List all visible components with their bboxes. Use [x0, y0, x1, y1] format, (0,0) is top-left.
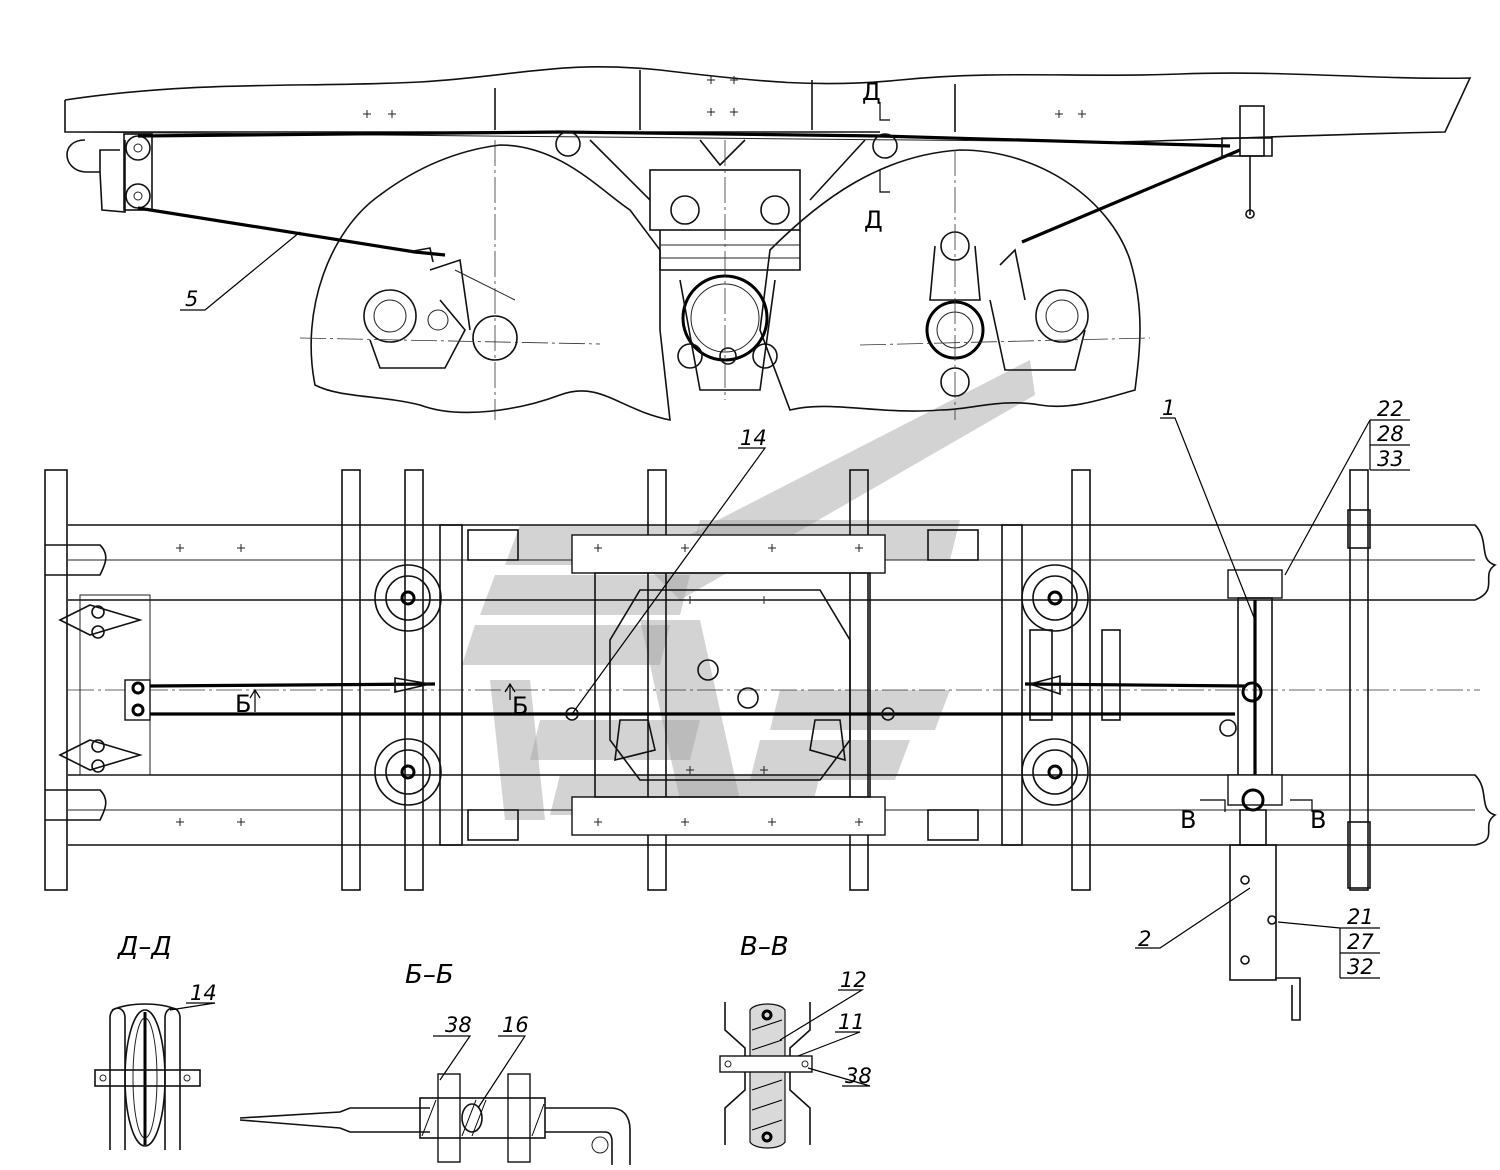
plate-rivets	[176, 544, 863, 826]
callout-1: 1	[1162, 396, 1175, 420]
section-mark-v-left: В	[1180, 806, 1196, 834]
side-elevation-view: Д Д 5	[64, 66, 1472, 421]
section-vv: В–В 12 11 38	[719, 932, 872, 1149]
section-title-bb: Б–Б	[405, 960, 454, 990]
callout-33: 33	[1377, 447, 1404, 471]
callout-32: 32	[1347, 955, 1374, 979]
section-bb: Б–Б 38 16	[239, 960, 631, 1165]
section-title-dd: Д–Д	[117, 932, 172, 962]
callout-2: 2	[1138, 927, 1151, 951]
detail-callout-vv-38: 38	[845, 1064, 872, 1088]
callout-28: 28	[1377, 422, 1404, 446]
section-mark-b-right: Б	[512, 692, 528, 720]
section-mark-v-right: В	[1310, 806, 1326, 834]
section-mark-d-top: Д	[862, 78, 881, 106]
detail-callout-vv-12: 12	[840, 968, 867, 992]
section-mark-b-left: Б	[235, 690, 251, 718]
section-mark-d-bottom: Д	[864, 206, 883, 234]
detail-callout-dd-14: 14	[190, 981, 217, 1005]
detail-callout-vv-11: 11	[838, 1010, 865, 1034]
section-dd: Д–Д 14	[94, 932, 217, 1150]
callout-21: 21	[1347, 905, 1374, 929]
section-title-vv: В–В	[740, 932, 789, 962]
rear-hubs	[1001, 524, 1121, 846]
callout-27: 27	[1347, 930, 1374, 954]
front-hubs	[374, 524, 463, 846]
callout-22: 22	[1377, 397, 1404, 421]
plan-view: Б Б В В 14 1 22 28 33 2 21 27 32	[44, 396, 1497, 1021]
detail-callout-bb-16: 16	[502, 1013, 529, 1037]
frame-rivets	[363, 76, 1086, 118]
detail-callout-bb-38: 38	[445, 1013, 472, 1037]
callout-5: 5	[185, 287, 198, 311]
callout-14: 14	[740, 426, 767, 450]
